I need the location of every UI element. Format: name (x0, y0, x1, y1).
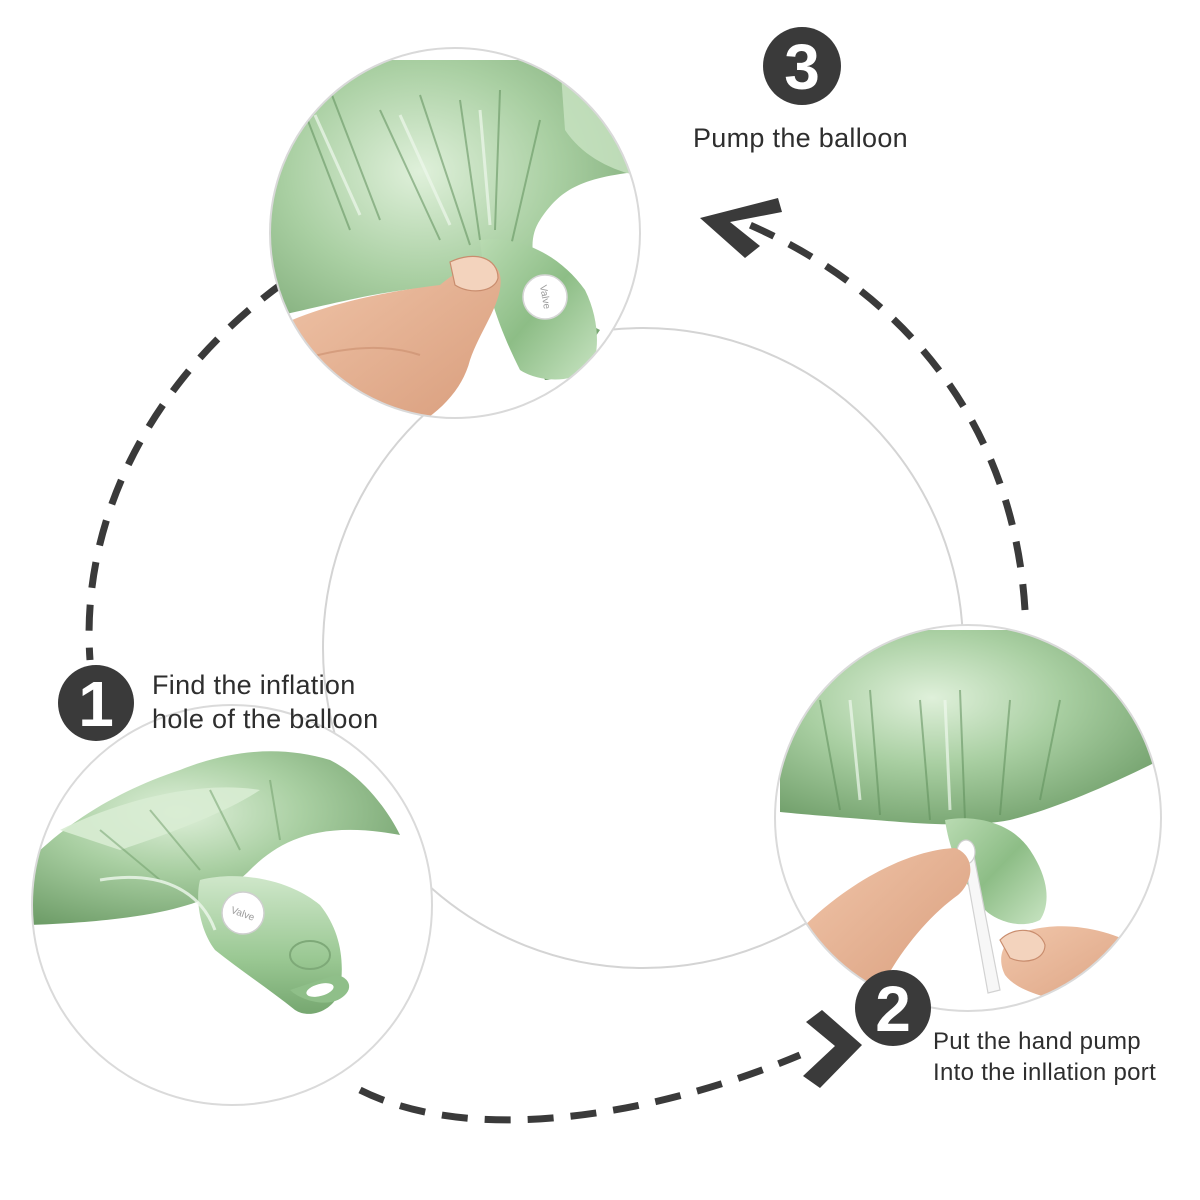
dashed-line-3-to-1 (85, 280, 286, 661)
step-1-number: 1 (78, 668, 114, 740)
step-2-line-2: Into the inllation port (933, 1059, 1157, 1086)
flow-lines (85, 221, 1029, 1124)
photo-1-frame (31, 704, 433, 1106)
step-2-line-1: Put the hand pump (933, 1028, 1141, 1055)
dashed-arrow-1-to-2 (358, 1051, 802, 1124)
step-3-line-1: Pump the balloon (693, 123, 908, 153)
photo-3-frame (269, 47, 641, 419)
valve-label-3: Valve (537, 284, 552, 310)
chevron-arrow-to-step-2-icon (803, 1010, 862, 1088)
step-1-badge: 1 (58, 665, 134, 741)
step-2-badge: 2 (855, 970, 931, 1046)
step-2-number: 2 (875, 973, 911, 1045)
photo-2-frame (774, 624, 1162, 1012)
step-1-line-1: Find the inflation (152, 670, 356, 700)
step-1-caption: Find the inflation hole of the balloon (152, 668, 378, 736)
chevron-arrow-to-step-3-icon (700, 198, 782, 258)
step-3-number: 3 (784, 31, 820, 103)
step-1-line-2: hole of the balloon (152, 704, 379, 734)
step-3-badge: 3 (763, 27, 841, 105)
hand-pump-photo (775, 625, 1161, 1011)
step-2-caption: Put the hand pump Into the inllation por… (933, 1026, 1156, 1088)
step-3-caption: Pump the balloon (693, 121, 908, 155)
balloon-valve-photo: Valve (32, 705, 432, 1105)
